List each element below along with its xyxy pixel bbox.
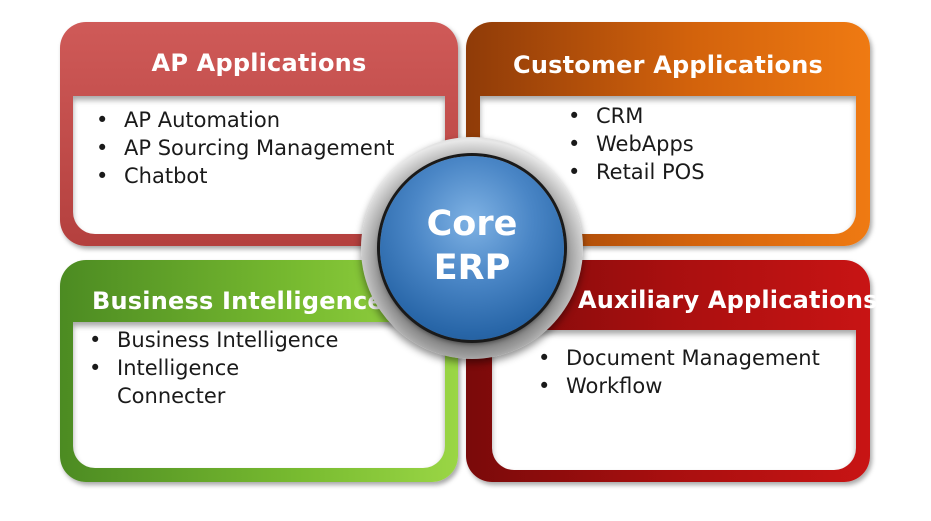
list-item: CRM: [568, 102, 705, 130]
core-erp-line1: Core: [426, 204, 518, 244]
business-intelligence-list: Business Intelligence Intelligence Conne…: [89, 326, 338, 410]
list-item: AP Automation: [96, 106, 394, 134]
list-item: WebApps: [568, 130, 705, 158]
list-item: Workflow: [538, 372, 820, 400]
ap-applications-box: AP Applications AP Automation AP Sourcin…: [60, 22, 458, 246]
list-item: Chatbot: [96, 162, 394, 190]
business-intelligence-title: Business Intelligence: [92, 287, 384, 315]
list-item: Business Intelligence: [89, 326, 338, 354]
ap-applications-list: AP Automation AP Sourcing Management Cha…: [96, 106, 394, 190]
auxiliary-applications-panel: Document Management Workflow: [492, 330, 856, 470]
auxiliary-applications-box: Auxiliary Applications Document Manageme…: [466, 260, 877, 482]
auxiliary-applications-title: Auxiliary Applications: [578, 286, 878, 314]
core-erp-button: Core ERP: [380, 156, 564, 340]
customer-applications-list: CRM WebApps Retail POS: [568, 102, 705, 186]
list-item: AP Sourcing Management: [96, 134, 394, 162]
core-erp-line2: ERP: [433, 248, 511, 288]
list-item: Intelligence Connecter: [89, 354, 267, 410]
business-intelligence-panel: Business Intelligence Intelligence Conne…: [73, 322, 445, 468]
list-item: Retail POS: [568, 158, 705, 186]
core-erp-label: Core ERP: [380, 202, 564, 290]
core-erp-ring: Core ERP: [361, 137, 583, 359]
ap-applications-title: AP Applications: [151, 49, 367, 77]
list-item: Document Management: [538, 344, 820, 372]
customer-applications-title: Customer Applications: [513, 51, 823, 79]
auxiliary-applications-list: Document Management Workflow: [538, 344, 820, 400]
